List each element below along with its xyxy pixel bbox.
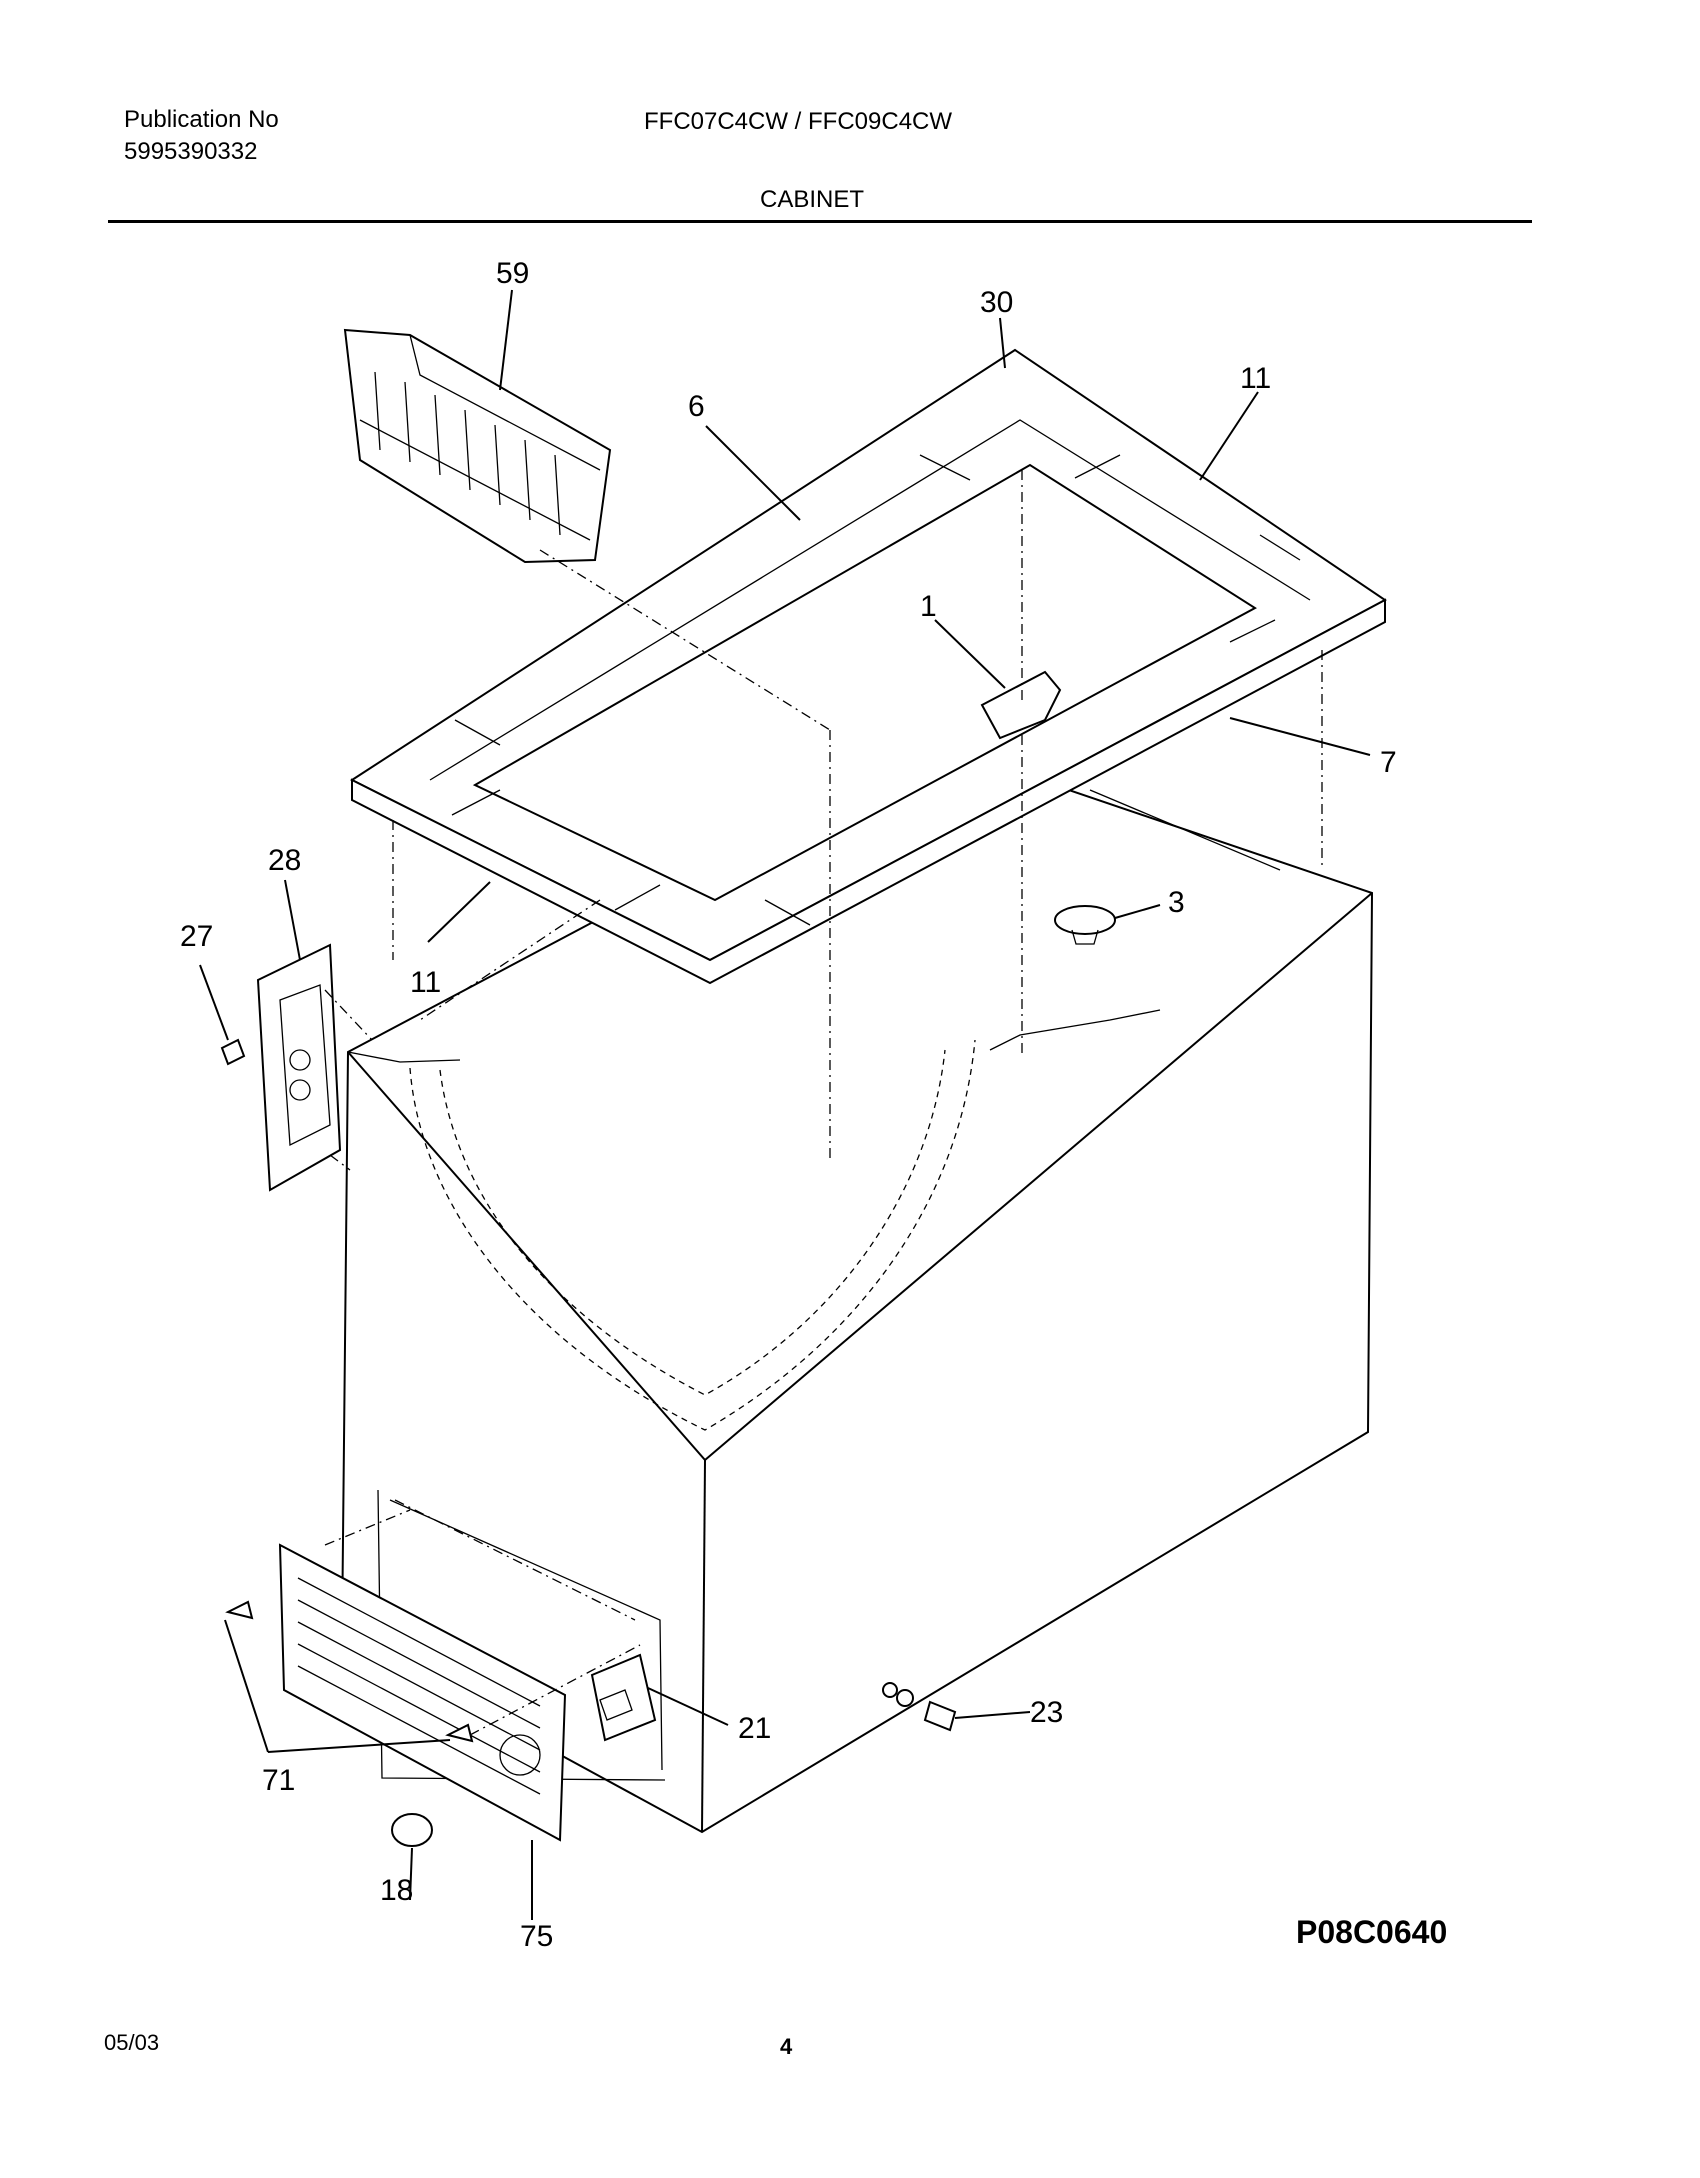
- publication-number: 5995390332: [124, 138, 258, 165]
- callout-7: 7: [1380, 746, 1397, 779]
- publication-label: Publication No: [124, 106, 279, 133]
- callout-6: 6: [688, 390, 705, 423]
- callout-3: 3: [1168, 886, 1185, 919]
- callout-18: 18: [380, 1874, 413, 1907]
- assembly-lines: [324, 470, 1323, 1736]
- front-grille: [225, 1543, 567, 1847]
- section-title: CABINET: [760, 186, 865, 213]
- storage-basket: [343, 328, 612, 564]
- gasket-frame: [349, 348, 1387, 985]
- drain-plug-shape: [1054, 905, 1116, 935]
- callout-1: 1: [920, 590, 937, 623]
- leader-lines: [199, 289, 1371, 1920]
- callout-28: 28: [268, 844, 301, 877]
- header-rule: [108, 220, 1532, 223]
- thermostat-control: [590, 1653, 657, 1742]
- callout-11-front: 11: [410, 966, 441, 999]
- callout-59: 59: [496, 257, 529, 290]
- callout-30: 30: [980, 286, 1013, 319]
- model-numbers: FFC07C4CW / FFC09C4CW: [644, 108, 953, 135]
- callout-71: 71: [262, 1764, 295, 1797]
- callout-23: 23: [1030, 1696, 1063, 1729]
- page-number: 4: [780, 2034, 793, 2059]
- callout-11-top: 11: [1240, 362, 1271, 395]
- hinge-assembly: [220, 943, 342, 1192]
- leveling-foot: [882, 1682, 957, 1732]
- callout-75: 75: [520, 1920, 553, 1953]
- drawing-id: P08C0640: [1296, 1914, 1448, 1950]
- revision-date: 05/03: [104, 2030, 160, 2055]
- callout-27: 27: [180, 920, 213, 953]
- callout-21: 21: [738, 1712, 771, 1745]
